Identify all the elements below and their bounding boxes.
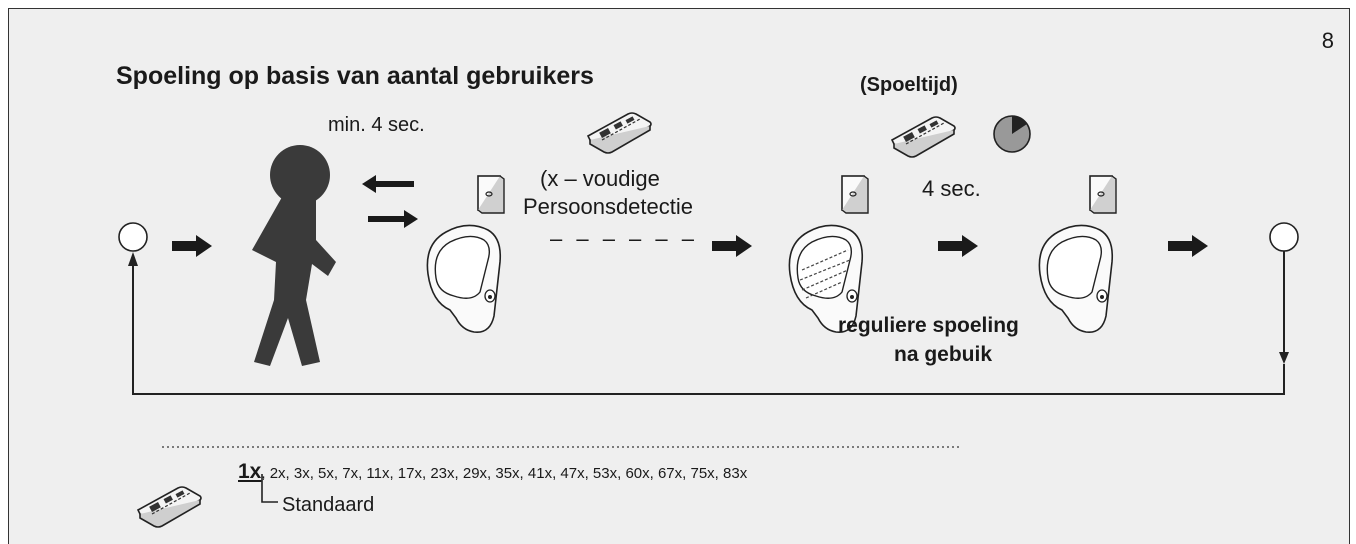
sensor-icon-2 xyxy=(841,175,869,214)
default-label: Standaard xyxy=(282,494,375,516)
remote-control-icon-2 xyxy=(891,116,956,158)
person-icon xyxy=(252,145,336,366)
flow-arrow-4 xyxy=(1168,235,1208,257)
right-arrow xyxy=(368,210,418,228)
sensor-icon-3 xyxy=(1089,175,1117,214)
spoeltijd-label: (Spoeltijd) xyxy=(860,74,958,96)
page-number: 8 xyxy=(1321,28,1334,53)
min-time-label: min. 4 sec. xyxy=(328,114,425,136)
other-option-values: , 2x, 3x, 5x, 7x, 11x, 17x, 23x, 29x, 35… xyxy=(261,465,748,482)
remote-control-icon-1 xyxy=(587,112,652,154)
flow-arrow-3 xyxy=(938,235,978,257)
detection-label-line1: (x – voudige xyxy=(540,166,660,191)
diagram-title: Spoeling op basis van aantal gebruikers xyxy=(116,62,594,90)
loop-back-arrowhead xyxy=(128,252,138,266)
start-node xyxy=(118,222,148,252)
regular-flush-label-line2: na gebuik xyxy=(894,343,993,366)
default-option-value: 1x xyxy=(238,460,262,483)
urinal-icon-1 xyxy=(426,224,502,334)
flow-arrow-1 xyxy=(172,235,212,257)
detection-dashes: – – – – – – xyxy=(550,226,698,251)
detection-label-line2: Persoonsdetectie xyxy=(523,194,693,219)
sensor-icon-1 xyxy=(477,175,505,214)
diagram-panel xyxy=(8,8,1350,544)
remote-control-icon-3 xyxy=(137,486,202,528)
regular-flush-label-line1: reguliere spoeling xyxy=(838,314,1019,337)
end-node xyxy=(1269,222,1299,252)
urinal-flushing-icon xyxy=(788,224,864,334)
flow-arrow-2 xyxy=(712,235,752,257)
four-sec-label: 4 sec. xyxy=(922,176,981,201)
end-down-arrowhead xyxy=(1279,352,1289,364)
count-options-list: 1x, 2x, 3x, 5x, 7x, 11x, 17x, 23x, 29x, … xyxy=(238,460,747,484)
left-arrow xyxy=(362,175,414,193)
urinal-icon-3 xyxy=(1038,224,1114,334)
loop-back-line xyxy=(132,262,1285,395)
timer-icon xyxy=(993,115,1031,153)
standaard-bracket xyxy=(261,474,278,503)
